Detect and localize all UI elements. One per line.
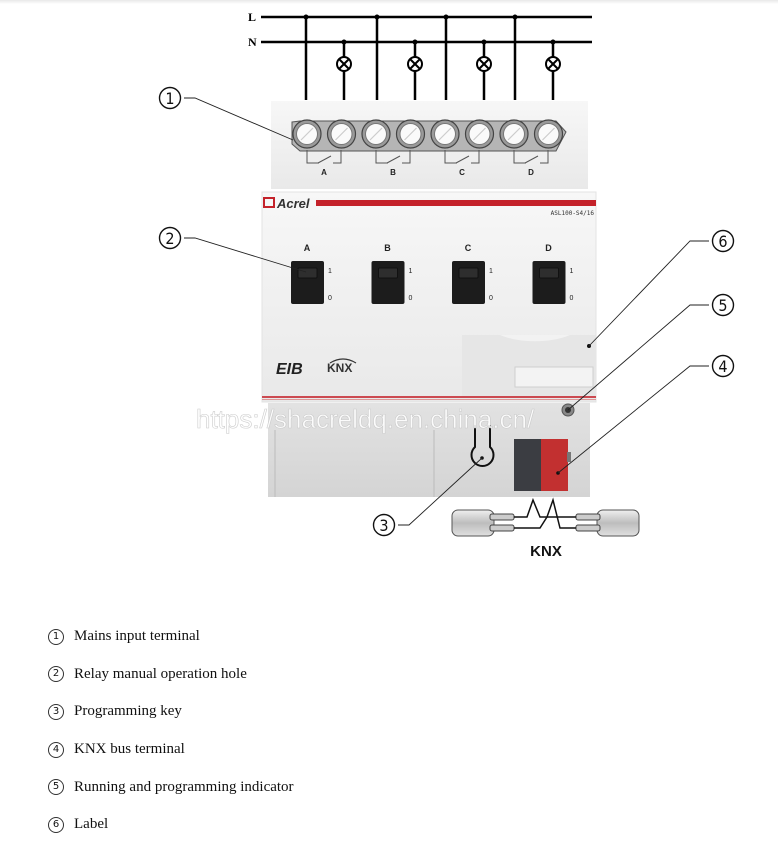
switch-channel-label: A: [304, 243, 311, 253]
top-border: [0, 0, 778, 4]
callout-6: 6: [588, 229, 735, 347]
relay-switch-b[interactable]: [371, 261, 405, 304]
legend-item: 4 KNX bus terminal: [48, 731, 548, 769]
off-label: 0: [409, 295, 413, 302]
legend-number: 5: [48, 779, 64, 796]
relay-switch-a[interactable]: [291, 261, 324, 304]
knx-bus-cable: KNX: [451, 497, 640, 560]
legend: 1 Mains input terminal 2 Relay manual opera…: [48, 618, 548, 844]
callout-number: 5: [718, 296, 727, 315]
lamp-icon: [336, 56, 352, 72]
lamp-icon: [545, 56, 561, 72]
legend-item: 3 Programming key: [48, 693, 548, 731]
eib-logo: EIB: [276, 361, 303, 378]
legend-text: KNX bus terminal: [74, 741, 185, 758]
watermark: https://shacreldq.en.china.cn/: [196, 404, 535, 434]
on-label: 1: [409, 268, 413, 275]
callout-number: 3: [379, 516, 388, 535]
on-label: 1: [328, 268, 332, 275]
off-label: 0: [489, 295, 493, 302]
switch-channel-label: B: [384, 243, 391, 253]
knx-label: KNX: [530, 543, 562, 560]
on-label: 1: [489, 268, 493, 275]
callout-number: 6: [718, 232, 727, 251]
callout-number: 2: [165, 229, 174, 248]
callout-5: 5: [567, 293, 735, 411]
lamp-icon: [476, 56, 492, 72]
wiring-diagram: L N: [248, 10, 592, 100]
knx-logo: KNX: [327, 358, 357, 375]
callout-number: 1: [165, 89, 174, 108]
switch-channel-label: C: [465, 243, 472, 253]
callout-4: 4: [557, 354, 735, 474]
legend-number: 4: [48, 741, 64, 758]
legend-item: 5 Running and programming indicator: [48, 768, 548, 806]
legend-number: 6: [48, 816, 64, 833]
relay-switch-d[interactable]: [532, 261, 566, 304]
callout-number: 4: [718, 357, 727, 376]
channel-label: D: [528, 168, 534, 177]
callouts: 1 2 3 4 5 6: [158, 86, 735, 537]
off-label: 0: [570, 295, 574, 302]
legend-number: 2: [48, 666, 64, 683]
device-diagram: L N A B C D Acrel ASL100-S4/16 A 1 0 B 1 0 C 1 0 D 1 0…: [158, 10, 735, 560]
relay-contact-symbols: A B C D: [306, 150, 549, 177]
legend-text: Mains input terminal: [74, 628, 200, 645]
knx-bus-terminal[interactable]: [514, 439, 571, 491]
legend-text: Label: [74, 816, 109, 833]
neutral-label: N: [248, 35, 257, 49]
legend-item: 1 Mains input terminal: [48, 618, 548, 656]
callout-3: 3: [372, 457, 483, 537]
line-label: L: [248, 10, 256, 24]
label-area: [462, 335, 596, 397]
legend-text: Programming key: [74, 703, 182, 720]
legend-number: 3: [48, 703, 64, 720]
channel-label: A: [321, 168, 327, 177]
on-label: 1: [570, 268, 574, 275]
legend-item: 2 Relay manual operation hole: [48, 656, 548, 694]
switch-channel-label: D: [545, 243, 552, 253]
model-number: ASL100-S4/16: [551, 210, 595, 217]
channel-label: C: [459, 168, 465, 177]
legend-text: Running and programming indicator: [74, 778, 294, 795]
legend-number: 1: [48, 628, 64, 645]
red-line: [262, 396, 596, 398]
lamp-icon: [407, 56, 423, 72]
relay-manual-switches: A 1 0 B 1 0 C 1 0 D 1 0: [291, 243, 574, 304]
legend-text: Relay manual operation hole: [74, 665, 247, 682]
brand-logo: Acrel: [263, 196, 310, 211]
callout-2: 2: [158, 226, 307, 273]
svg-text:KNX: KNX: [327, 361, 352, 375]
brand-stripe: [316, 200, 596, 206]
brand-name: Acrel: [276, 196, 310, 211]
channel-label: B: [390, 168, 396, 177]
off-label: 0: [328, 295, 332, 302]
relay-switch-c[interactable]: [452, 261, 485, 304]
legend-item: 6 Label: [48, 806, 548, 844]
callout-1: 1: [158, 86, 294, 141]
mains-input-terminal: [291, 119, 567, 152]
